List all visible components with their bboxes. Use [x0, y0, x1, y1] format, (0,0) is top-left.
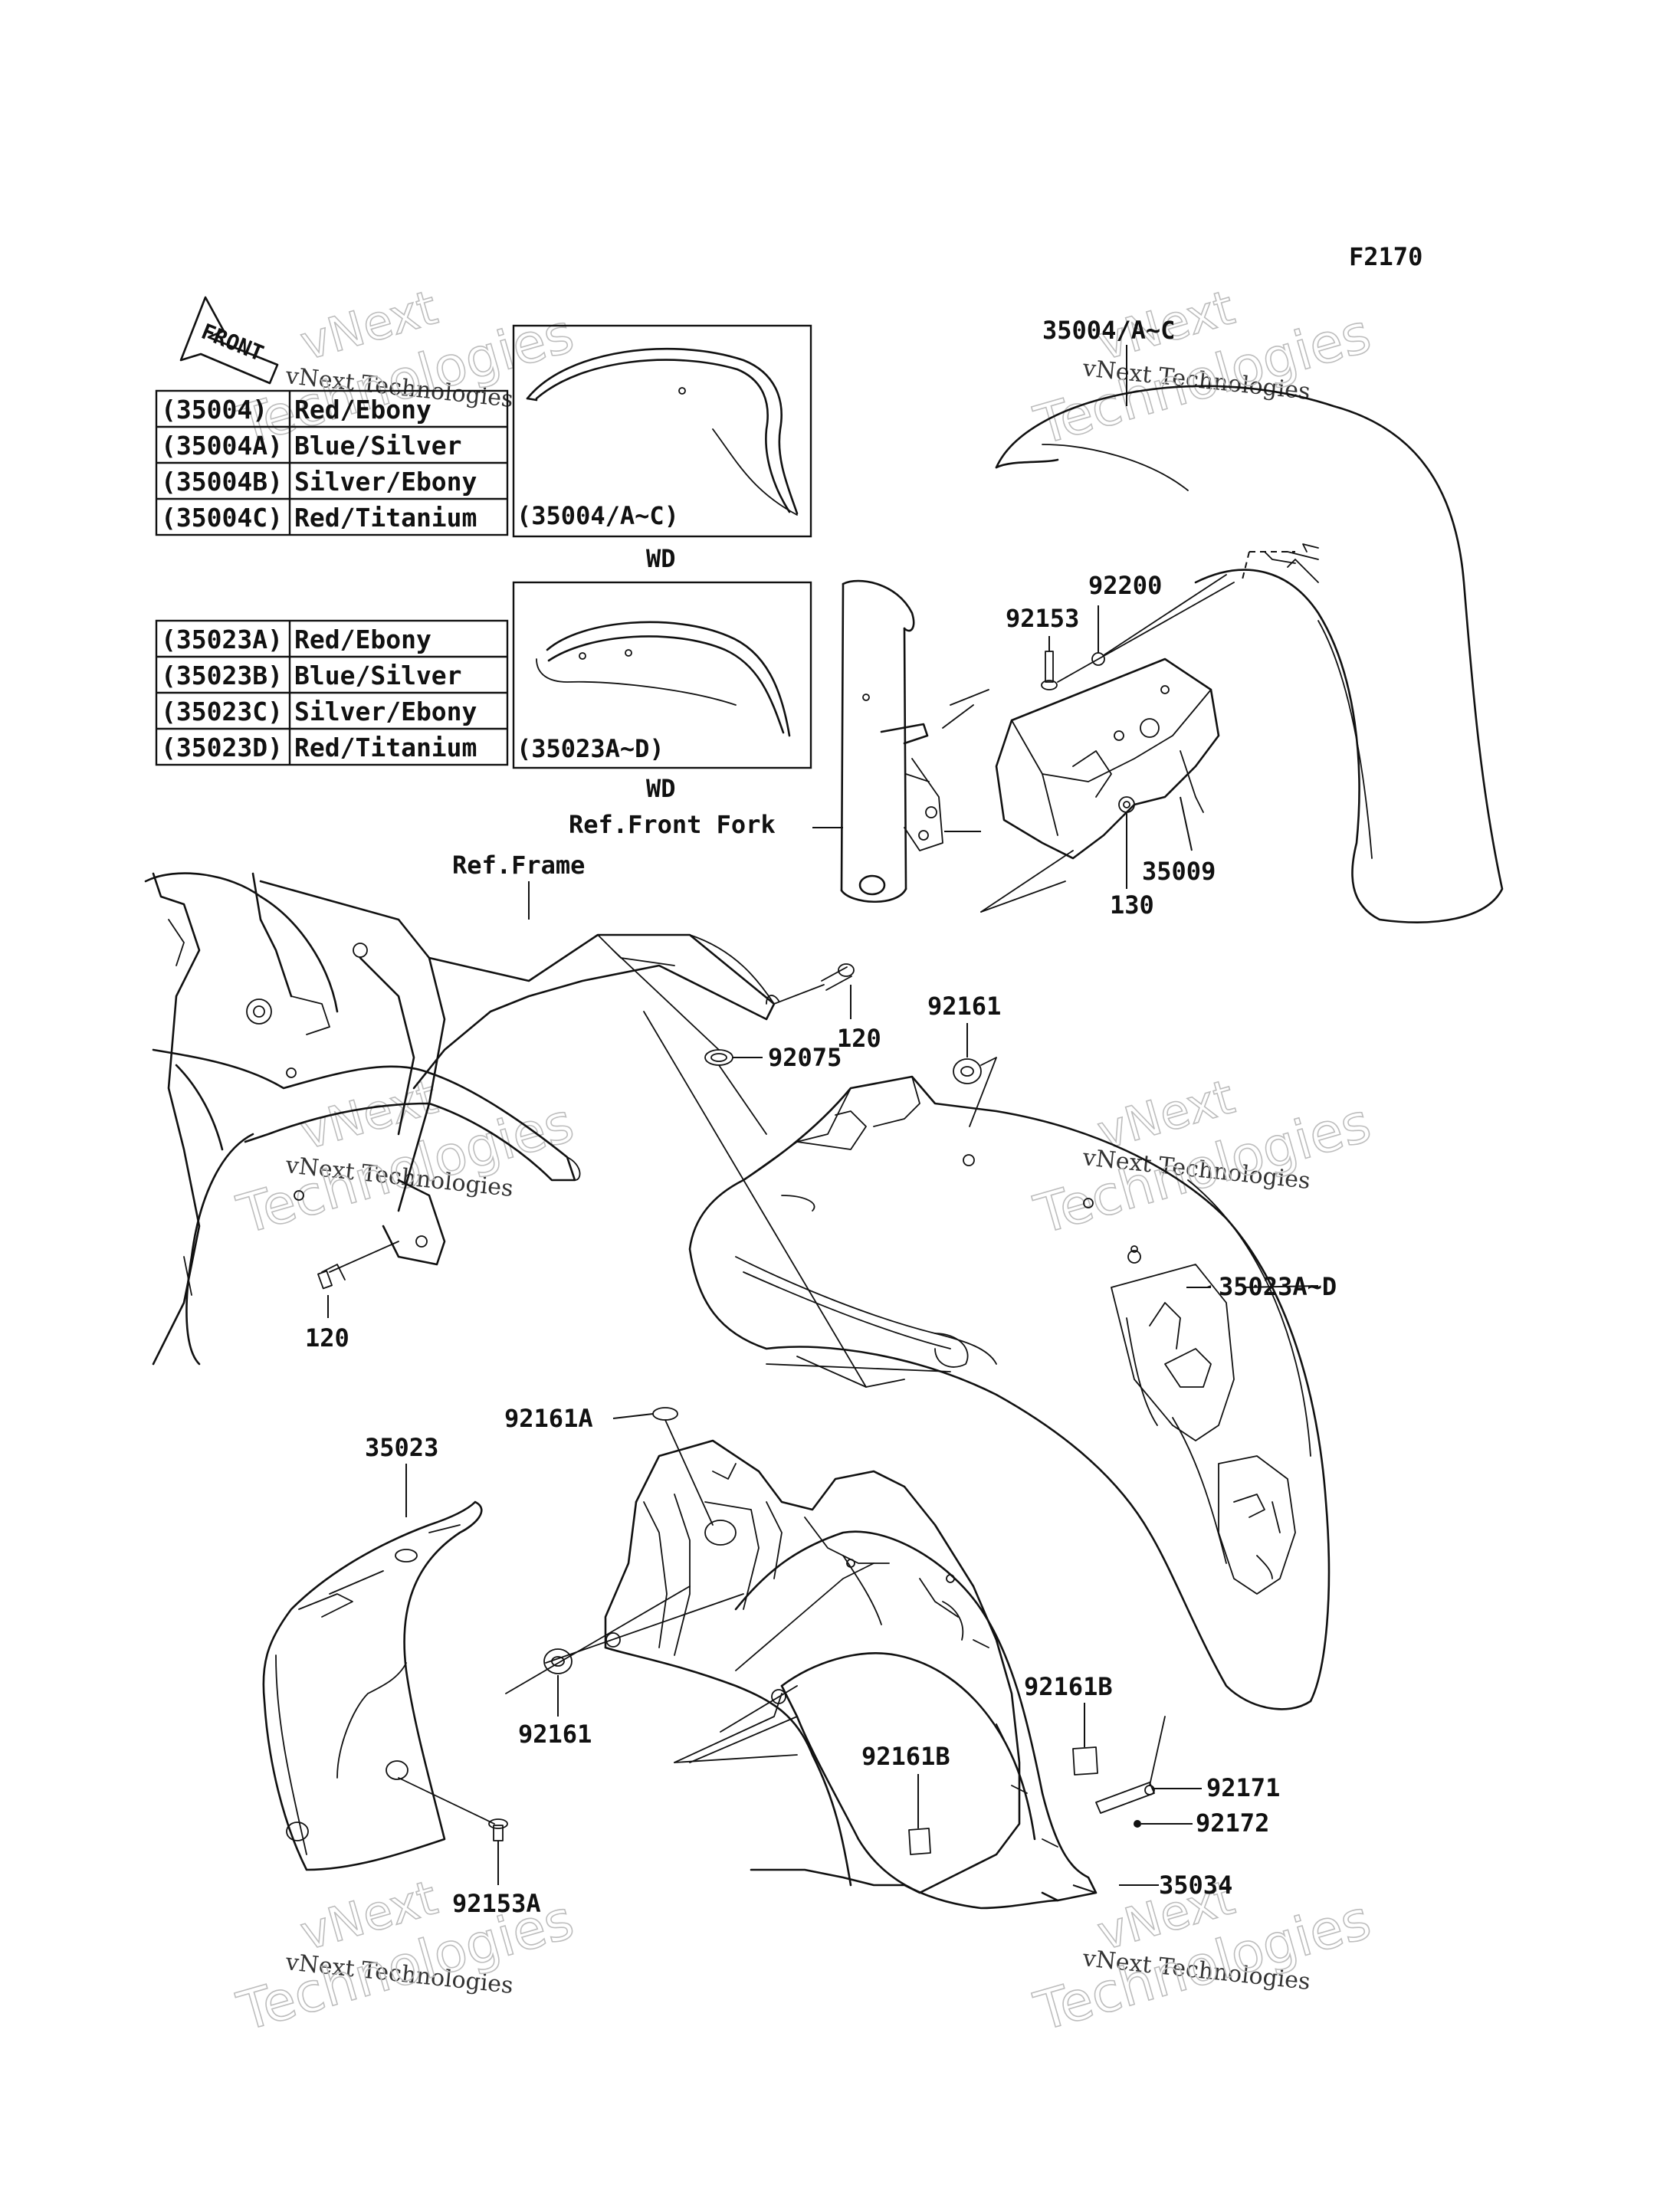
callout-ref-front-fork: Ref.Front Fork	[569, 810, 776, 839]
callout-washer-92200: 92200	[1088, 571, 1162, 600]
callout-rear-fender: 35023A~D	[1219, 1272, 1337, 1301]
callout-ref-frame: Ref.Frame	[452, 851, 585, 880]
table1-color-2: Silver/Ebony	[294, 467, 477, 497]
color-table-rear: (35023A) Red/Ebony (35023B) Blue/Silver …	[155, 619, 509, 766]
callout-nut-130: 130	[1110, 890, 1154, 920]
strap-92171-icon	[1095, 1782, 1155, 1814]
callout-front-fender: 35004/A~C	[1042, 316, 1175, 345]
table2-part-0: (35023A)	[161, 625, 283, 654]
callout-mud-flap-35023: 35023	[365, 1433, 438, 1462]
rear-fender-35023	[688, 1075, 1331, 1710]
callout-inner-fender: 35034	[1159, 1871, 1232, 1900]
table2-part-2: (35023C)	[161, 697, 283, 726]
callout-cap-92161A: 92161A	[504, 1404, 593, 1433]
bolt-120-upper-icon	[821, 963, 855, 991]
table2-part-3: (35023D)	[161, 733, 283, 762]
table2-color-1: Blue/Silver	[294, 661, 462, 690]
pad-92161B-right-icon	[1072, 1746, 1098, 1776]
table1-color-0: Red/Ebony	[294, 395, 431, 425]
inset-front-fender-stripe: (35004/A~C) WD	[512, 324, 812, 573]
callout-screw-92172: 92172	[1196, 1808, 1269, 1838]
callout-pad-92161B-left: 92161B	[861, 1742, 950, 1771]
front-fender-35004	[995, 385, 1504, 923]
inset2-note: WD	[646, 774, 676, 803]
callout-strap-92171: 92171	[1206, 1773, 1280, 1802]
cap-92161A-icon	[652, 1407, 678, 1421]
watermark-top-right: vNext vNext Technologies Technologies	[1027, 279, 1377, 458]
frame-ref	[144, 872, 779, 1366]
front-arrow-icon: FRONT	[179, 296, 279, 385]
screw-92172-icon	[1134, 1820, 1141, 1828]
callout-grommet-92075: 92075	[768, 1043, 842, 1072]
inset1-caption: (35004/A~C)	[517, 501, 679, 530]
bolt-120-lower-icon	[317, 1264, 346, 1290]
table1-part-0: (35004)	[161, 395, 267, 425]
figure-code: F2170	[1349, 242, 1422, 271]
callout-bolt-120-upper: 120	[837, 1024, 881, 1053]
inset2-caption: (35023A~D)	[517, 734, 664, 763]
table1-color-1: Blue/Silver	[294, 431, 462, 461]
table1-part-2: (35004B)	[161, 467, 283, 497]
callout-bolt-92153: 92153	[1006, 604, 1079, 633]
bolt-92153-icon	[1041, 651, 1058, 690]
table1-part-3: (35004C)	[161, 503, 283, 533]
callout-grommet-92161-left: 92161	[518, 1720, 592, 1749]
watermark-mid-right: vNext vNext Technologies Technologies	[1027, 1068, 1377, 1248]
table1-part-1: (35004A)	[161, 431, 283, 461]
table1-color-3: Red/Titanium	[294, 503, 477, 533]
fender-bracket-35009	[995, 657, 1220, 860]
table2-part-1: (35023B)	[161, 661, 283, 690]
mud-flap-35023	[262, 1500, 483, 1871]
callout-bolt-120-lower: 120	[305, 1323, 349, 1353]
grommet-92161-top-icon	[953, 1058, 982, 1084]
front-fork-ref	[840, 579, 943, 903]
table2-color-0: Red/Ebony	[294, 625, 431, 654]
pad-92161B-left-icon	[908, 1828, 931, 1855]
callout-grommet-92161-top: 92161	[927, 992, 1001, 1021]
table2-color-3: Red/Titanium	[294, 733, 477, 762]
callout-bolt-92153A: 92153A	[452, 1889, 541, 1918]
callout-bracket-35009: 35009	[1142, 857, 1216, 886]
inset1-note: WD	[646, 544, 676, 573]
table2-color-2: Silver/Ebony	[294, 697, 477, 726]
callout-pad-92161B-right: 92161B	[1024, 1672, 1113, 1701]
grommet-92075-icon	[704, 1049, 733, 1066]
color-table-front: (35004) Red/Ebony (35004A) Blue/Silver (…	[155, 389, 509, 536]
inset-rear-fender-stripe: (35023A~D) WD	[512, 581, 812, 803]
inner-fender-35034	[604, 1439, 1098, 1910]
